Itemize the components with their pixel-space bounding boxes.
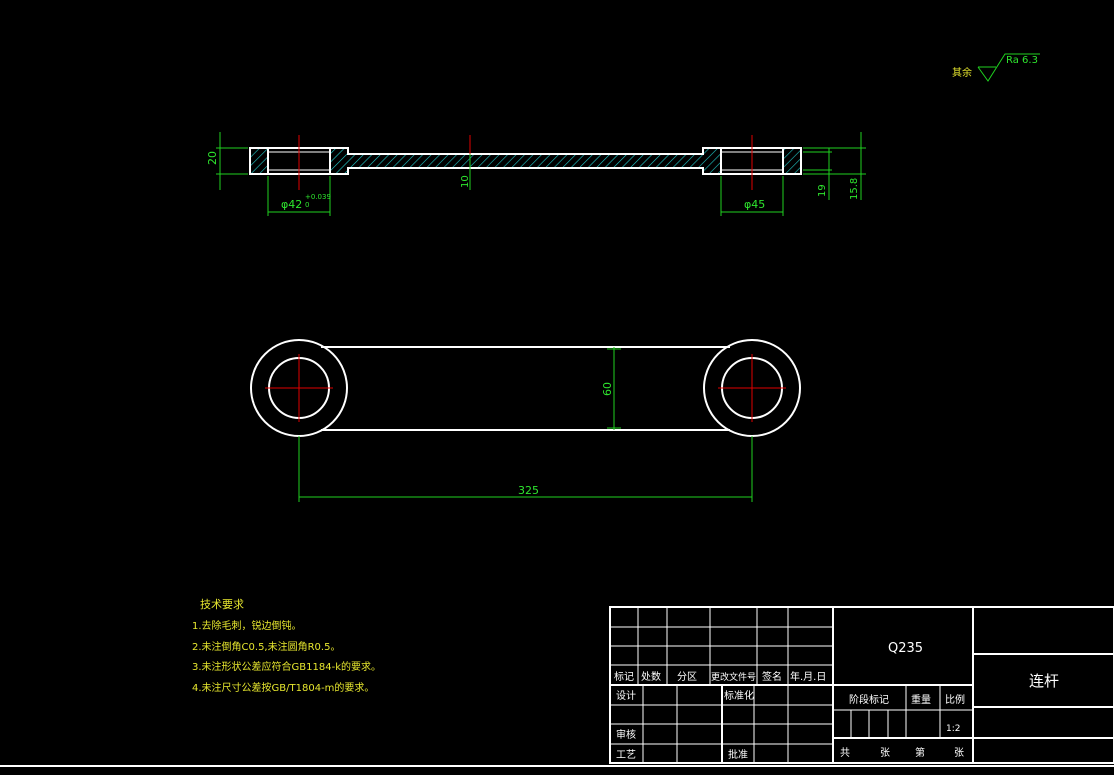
label-scale: 比例: [945, 693, 965, 706]
hdr-count: 处数: [641, 670, 661, 683]
dim-bore-left-tol-low: 0: [305, 201, 309, 209]
hdr-signature: 签名: [762, 670, 782, 683]
tech-requirements: 技术要求 1.去除毛刺，锐边倒钝。 2.未注倒角C0.5,未注圆角R0.5。 3…: [192, 598, 381, 694]
material-label: Q235: [888, 641, 923, 656]
dim-width-label: 60: [601, 382, 614, 396]
dim-158-label: 15.8: [849, 178, 860, 200]
part-name: 连杆: [1029, 672, 1059, 690]
right-hub-hatch-l: [703, 148, 721, 174]
title-block: 标记 处数 分区 更改文件号 签名 年.月.日 设计 标准化 审核 工艺 批准 …: [609, 606, 1114, 764]
right-hub-hatch-r: [783, 148, 801, 174]
tech-req-title: 技术要求: [200, 598, 244, 611]
label-approve: 批准: [728, 748, 748, 761]
hdr-zone: 分区: [677, 671, 697, 683]
label-process: 工艺: [616, 749, 636, 761]
surface-finish-symbol: 其余 Ra 6.3: [952, 53, 1040, 82]
dim-bore-left-tol: +0.039: [305, 193, 331, 201]
label-page: 第: [915, 746, 925, 759]
surface-finish-value: Ra 6.3: [1006, 55, 1038, 66]
label-weight: 重量: [911, 693, 931, 706]
label-design: 设计: [616, 689, 636, 702]
dim-bore-left-label: φ42: [281, 198, 302, 211]
tech-req-item-1: 1.去除毛刺，锐边倒钝。: [192, 619, 302, 632]
web-hatch: [348, 154, 703, 168]
dim-center-label: 325: [518, 484, 539, 497]
label-sheets-1: 张: [880, 747, 890, 759]
hdr-change-doc: 更改文件号: [711, 671, 756, 683]
label-review: 审核: [616, 728, 636, 741]
tech-req-item-3: 3.未注形状公差应符合GB1184-k的要求。: [192, 660, 381, 673]
tech-req-item-4: 4.未注尺寸公差按GB/T1804-m的要求。: [192, 681, 374, 694]
left-hub-hatch-l: [250, 148, 268, 174]
label-stage-mark: 阶段标记: [849, 693, 889, 706]
dim-bore-right-label: φ45: [744, 198, 765, 211]
plan-view: 60 325: [250, 339, 801, 502]
label-standardize: 标准化: [724, 689, 754, 702]
dim-height-label: 20: [206, 151, 219, 165]
left-hub-hatch-r: [330, 148, 348, 174]
scale-value: 1:2: [946, 724, 960, 734]
label-sheets-2: 张: [954, 747, 964, 759]
hdr-date: 年.月.日: [790, 670, 826, 683]
label-total: 共: [840, 747, 850, 759]
hdr-mark: 标记: [614, 671, 634, 683]
dim-web-label: 10: [460, 175, 471, 188]
section-outline: [249, 147, 802, 175]
surface-finish-prefix: 其余: [952, 66, 972, 79]
dim-19-label: 19: [817, 184, 828, 197]
tech-req-item-2: 2.未注倒角C0.5,未注圆角R0.5。: [192, 640, 340, 653]
section-view: 20 φ42 +0.039 0 10 φ45 19 15.8: [206, 132, 866, 216]
